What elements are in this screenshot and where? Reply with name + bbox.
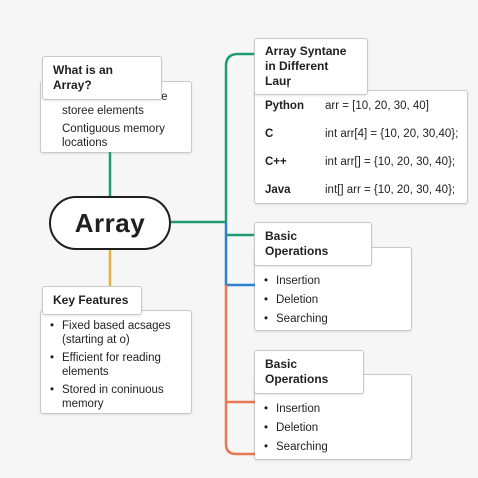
connector-basic-ops-2 xyxy=(224,285,255,456)
table-row: Java int[] arr = {10, 20, 30, 40}; xyxy=(255,176,467,204)
root-node-array: Array xyxy=(49,196,171,250)
list-item: Deletion xyxy=(264,293,403,307)
key-features-card: Fixed based acsages (starting at o) Effi… xyxy=(40,310,192,414)
what-is-title: What is an Array? xyxy=(42,56,162,100)
syntax-code: int arr[4] = {10, 20, 30,40}; xyxy=(325,128,459,140)
list-item: Insertion xyxy=(264,402,403,416)
syntax-code: int[] arr = {10, 20, 30, 40}; xyxy=(325,184,456,196)
table-row: C int arr[4] = {10, 20, 30,40}; xyxy=(255,120,467,148)
table-row: Python arr = [10, 20, 30, 40] xyxy=(255,92,467,120)
list-item: Insertion xyxy=(264,274,403,288)
list-item: Deletion xyxy=(264,421,403,435)
list-item: Contiguous memory locations xyxy=(62,123,165,149)
key-features-list: Fixed based acsages (starting at o) Effi… xyxy=(50,319,183,411)
connector-basic-ops-1-list xyxy=(224,222,255,287)
syntax-lang: C xyxy=(265,128,274,140)
syntax-code: int arr[] = {10, 20, 30, 40}; xyxy=(325,156,456,168)
connector-syntax xyxy=(224,52,254,222)
table-row: C++ int arr[] = {10, 20, 30, 40}; xyxy=(255,148,467,176)
syntax-title: Array Syntane in Different Lauŗ xyxy=(254,38,368,95)
syntax-lang: Java xyxy=(265,184,291,196)
syntax-code: arr = [10, 20, 30, 40] xyxy=(325,100,429,112)
syntax-lang: C++ xyxy=(265,156,287,168)
list-item: Stored in coninuous memory xyxy=(50,383,183,411)
basic-ops-1-title: Basic Operations xyxy=(254,222,372,266)
list-item: Efficient for reading elements xyxy=(50,351,183,379)
key-features-title: Key Features xyxy=(42,286,142,315)
basic-ops-2-title: Basic Operations xyxy=(254,350,364,394)
syntax-lang: Python xyxy=(265,100,304,112)
list-item: Fixed based acsages (starting at o) xyxy=(50,319,183,347)
list-item: Searching xyxy=(264,312,403,326)
syntax-table: Python arr = [10, 20, 30, 40] C int arr[… xyxy=(255,92,467,204)
list-item: Searching xyxy=(264,440,403,454)
